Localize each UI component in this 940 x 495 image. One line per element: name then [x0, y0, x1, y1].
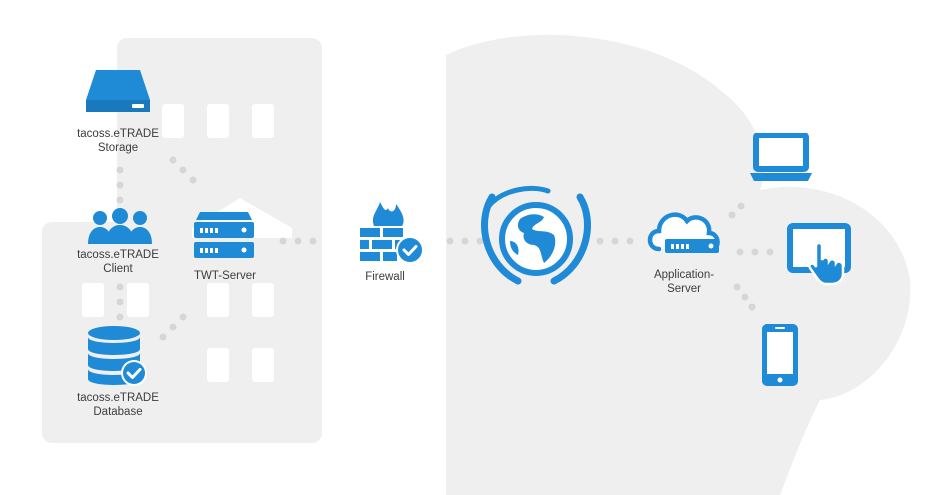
storage-label-line1: tacoss.eTRADE — [77, 128, 159, 140]
client-label-line1: tacoss.eTRADE — [77, 249, 159, 261]
building-windows — [82, 104, 292, 382]
storage-label-line2: Storage — [97, 142, 139, 154]
users-icon — [88, 208, 152, 244]
laptop-node[interactable] — [748, 133, 814, 183]
building-silhouette — [42, 38, 322, 443]
client-label: tacoss.eTRADE Client — [70, 248, 166, 276]
database-label-line1: tacoss.eTRADE — [77, 392, 159, 404]
globe-orbit-icon — [481, 185, 591, 285]
cloud-server-icon — [647, 212, 720, 253]
tablet-node[interactable] — [786, 222, 856, 286]
twt-server-node[interactable] — [192, 210, 256, 266]
internet-node[interactable] — [472, 183, 600, 291]
phone-node[interactable] — [760, 322, 800, 388]
twt-server-label: TWT-Server — [194, 270, 256, 282]
application-server-label: Application- Server — [630, 268, 738, 296]
laptop-icon — [750, 133, 812, 181]
storage-label: tacoss.eTRADE Storage — [70, 127, 166, 155]
client-label-line2: Client — [103, 263, 133, 275]
application-server-label-line2: Server — [667, 283, 701, 295]
connectors — [116, 156, 774, 341]
firewall-label: Firewall — [365, 271, 405, 283]
database-label-line2: Database — [93, 406, 143, 418]
database-node[interactable] — [86, 325, 150, 389]
database-check-icon — [88, 326, 147, 386]
firewall-node[interactable] — [356, 200, 426, 268]
smartphone-icon — [762, 324, 798, 386]
server-rack-icon — [194, 212, 254, 258]
client-node[interactable] — [86, 208, 154, 244]
storage-node[interactable] — [84, 68, 152, 114]
application-server-node[interactable] — [645, 205, 725, 265]
application-server-label-line1: Application- — [653, 269, 715, 281]
firewall-icon — [360, 202, 424, 264]
database-label: tacoss.eTRADE Database — [70, 391, 166, 419]
tablet-touch-icon — [787, 223, 851, 286]
server-drive-icon — [86, 70, 150, 112]
